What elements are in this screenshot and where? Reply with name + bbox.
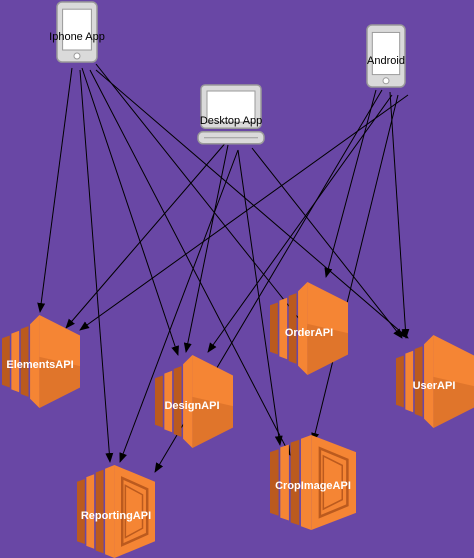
edge-iphone-to-user xyxy=(95,69,409,339)
api-node-reporting[interactable]: ReportingAPI xyxy=(77,465,155,558)
edge-desktop-to-reporting xyxy=(119,149,239,463)
edge-desktop-to-user xyxy=(251,147,403,339)
compute-instance-icon xyxy=(2,315,80,408)
api-node-cropimage[interactable]: CropImageAPI xyxy=(270,435,356,530)
client-label-desktop: Desktop App xyxy=(200,115,262,127)
api-node-design[interactable]: DesignAPI xyxy=(155,355,233,448)
edge-desktop-to-design xyxy=(183,144,229,353)
edge-iphone-to-reporting xyxy=(79,69,114,463)
container-service-icon xyxy=(270,435,356,530)
edge-android-to-cropimage xyxy=(311,94,399,443)
edge-android-to-user xyxy=(389,91,410,339)
edge-android-to-order xyxy=(324,89,377,278)
api-label-reporting: ReportingAPI xyxy=(81,510,151,522)
api-label-elements: ElementsAPI xyxy=(6,359,73,371)
api-node-order[interactable]: OrderAPI xyxy=(270,282,348,375)
api-node-elements[interactable]: ElementsAPI xyxy=(2,315,80,408)
compute-instance-icon xyxy=(396,335,474,428)
api-label-order: OrderAPI xyxy=(285,327,333,339)
edge-iphone-to-elements xyxy=(37,67,73,313)
compute-instance-icon xyxy=(270,282,348,375)
edge-desktop-to-elements xyxy=(65,139,229,329)
client-node-android[interactable]: Android xyxy=(366,24,406,88)
api-nodes: ElementsAPI DesignAPI OrderAPI UserAPI Repor… xyxy=(2,282,474,558)
edge-iphone-to-cropimage xyxy=(89,69,291,456)
client-label-iphone: Iphone App xyxy=(49,31,105,43)
phone-icon xyxy=(56,1,98,63)
container-service-icon xyxy=(77,465,155,558)
client-node-iphone[interactable]: Iphone App xyxy=(49,1,105,63)
api-label-cropimage: CropImageAPI xyxy=(275,480,351,492)
api-label-user: UserAPI xyxy=(413,380,456,392)
api-node-user[interactable]: UserAPI xyxy=(396,335,474,428)
connection-edges xyxy=(37,63,410,473)
client-node-desktop[interactable]: Desktop App xyxy=(197,84,265,145)
desktop-icon xyxy=(197,84,265,145)
api-label-design: DesignAPI xyxy=(164,400,219,412)
edge-android-to-design xyxy=(207,94,393,353)
edge-iphone-to-design xyxy=(81,67,179,356)
phone-icon xyxy=(366,24,406,88)
client-label-android: Android xyxy=(367,55,405,67)
edge-android-to-elements xyxy=(79,94,409,331)
edge-iphone-to-order xyxy=(95,63,309,331)
compute-instance-icon xyxy=(155,355,233,448)
